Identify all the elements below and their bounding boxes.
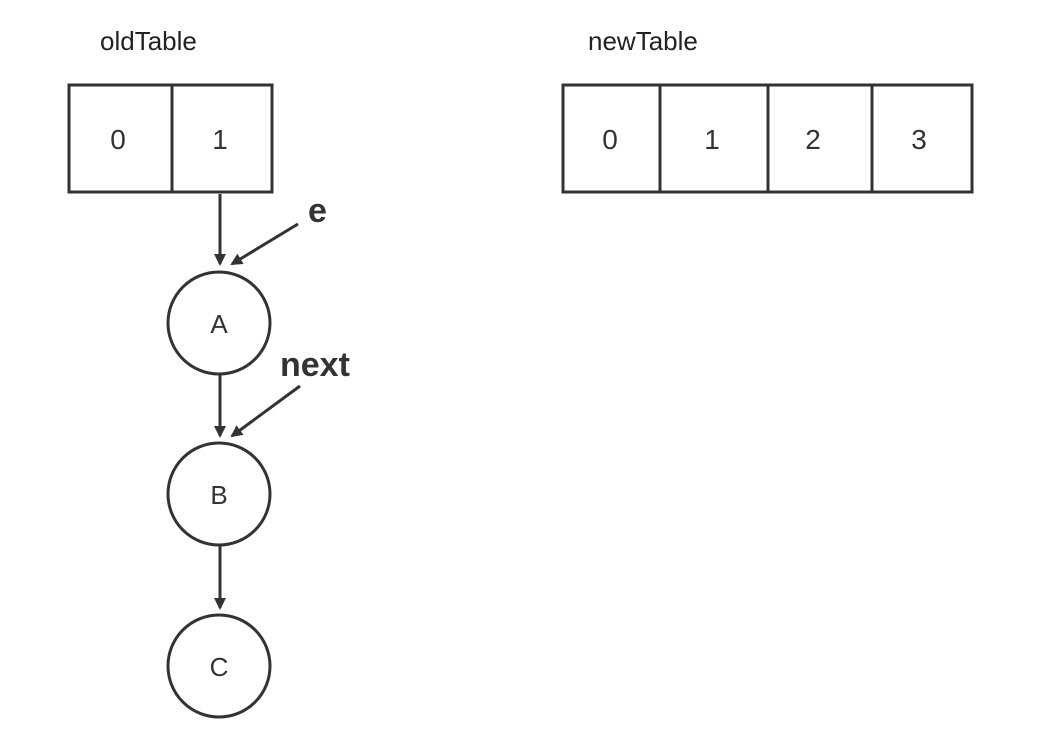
new-table-cell-2: 2 — [805, 124, 821, 155]
node-a-label: A — [210, 309, 228, 339]
pointer-e-arrow — [230, 222, 299, 266]
node-a: A — [166, 270, 272, 376]
node-a-circle — [166, 270, 272, 376]
node-c-label: C — [210, 652, 229, 682]
new-table-cell-3: 3 — [911, 124, 927, 155]
old-table-cell-0: 0 — [110, 124, 126, 155]
node-b: B — [166, 441, 272, 547]
new-table-title: newTable — [588, 26, 698, 56]
new-table-cell-0: 0 — [602, 124, 618, 155]
new-table-cell-1: 1 — [704, 124, 720, 155]
pointer-e-label: e — [308, 192, 327, 230]
pointer-next-arrow — [230, 384, 301, 438]
pointer-next-label: next — [280, 346, 350, 384]
node-c: C — [166, 613, 272, 719]
old-table: 0 1 — [67, 83, 274, 194]
old-table-cell-1: 1 — [212, 124, 228, 155]
node-b-label: B — [210, 480, 227, 510]
node-c-circle — [166, 613, 272, 719]
old-table-title: oldTable — [100, 26, 197, 56]
new-table: 0 1 2 3 — [561, 83, 974, 194]
node-b-circle — [166, 441, 272, 547]
